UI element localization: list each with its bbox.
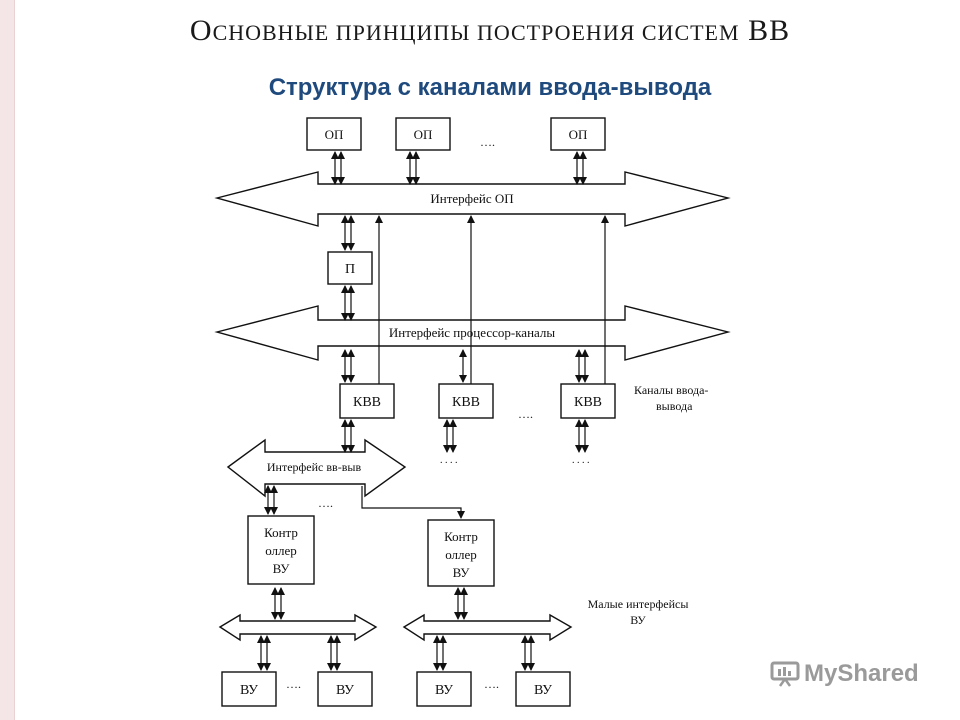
- proc-channels-label: Интерфейс процессор-каналы: [389, 325, 556, 340]
- controller-1-line1: Контр: [264, 525, 298, 540]
- device-label-2: ВУ: [336, 683, 354, 698]
- op-box-3: [550, 117, 606, 151]
- kvv-box-2: [438, 383, 494, 419]
- processor-box: [327, 251, 373, 285]
- watermark-text: MyShared: [804, 660, 919, 687]
- presentation-board-icon: [770, 661, 800, 687]
- kvv-ellipsis: ….: [518, 407, 533, 421]
- channels-note-line2: вывода: [656, 399, 693, 413]
- controller-2-line1: Контр: [444, 529, 478, 544]
- kvv-label-1: КВВ: [353, 395, 381, 410]
- op-box-1: [306, 117, 362, 151]
- devices-ellipsis-2: ….: [484, 677, 499, 691]
- op-interface-bus: [214, 171, 731, 227]
- controller-1-line2: оллер: [265, 543, 297, 558]
- controller-2-line3: ВУ: [453, 565, 471, 580]
- device-box-3: [416, 671, 472, 707]
- kvv-label-3: КВВ: [574, 395, 602, 410]
- devices-ellipsis-1: ….: [286, 677, 301, 691]
- small-interface-bus-2: [402, 613, 573, 642]
- io-interface-label: Интерфейс вв-выв: [267, 460, 362, 474]
- device-box-2: [317, 671, 373, 707]
- device-label-1: ВУ: [240, 683, 258, 698]
- op-label-1: ОП: [325, 127, 344, 142]
- op-interface-label: Интерфейс ОП: [430, 191, 513, 206]
- title-first-letter: О: [189, 14, 213, 47]
- op-label-2: ОП: [414, 127, 433, 142]
- io-bus-ellipsis: ….: [318, 496, 333, 510]
- watermark-logo: MyShared: [770, 660, 919, 688]
- slide-subtitle: Структура с каналами ввода-вывода: [268, 74, 712, 101]
- channels-note-line1: Каналы ввода-: [634, 383, 708, 397]
- slide-left-border: [0, 0, 15, 720]
- op-ellipsis: ….: [480, 135, 495, 149]
- title-rest: сновные принципы построения систем: [212, 20, 740, 45]
- small-interface-bus-1: [218, 613, 378, 642]
- connector-arrows: [257, 151, 609, 671]
- device-box-4: [515, 671, 571, 707]
- kvv-label-2: КВВ: [452, 395, 480, 410]
- processor-label: П: [345, 262, 355, 277]
- small-interfaces-line1: Малые интерфейсы: [588, 597, 689, 611]
- controller-2-line2: оллер: [445, 547, 477, 562]
- small-interfaces-line2: ВУ: [630, 613, 646, 627]
- kvv-box-3: [560, 383, 616, 419]
- kvv3-dots: . . . .: [572, 455, 590, 466]
- device-label-4: ВУ: [534, 683, 552, 698]
- slide-title: Основные принципы построения систем ВВ: [0, 14, 960, 48]
- kvv-box-1: [339, 383, 395, 419]
- controller-box-2: [427, 519, 495, 587]
- controller-box-1: [247, 515, 315, 585]
- op-box-2: [395, 117, 451, 151]
- device-label-3: ВУ: [435, 683, 453, 698]
- proc-channels-bus: [214, 305, 731, 361]
- device-box-1: [221, 671, 277, 707]
- controller-1-line3: ВУ: [273, 561, 291, 576]
- op-label-3: ОП: [569, 127, 588, 142]
- title-end: ВВ: [748, 14, 791, 47]
- kvv2-dots: . . . .: [440, 455, 458, 466]
